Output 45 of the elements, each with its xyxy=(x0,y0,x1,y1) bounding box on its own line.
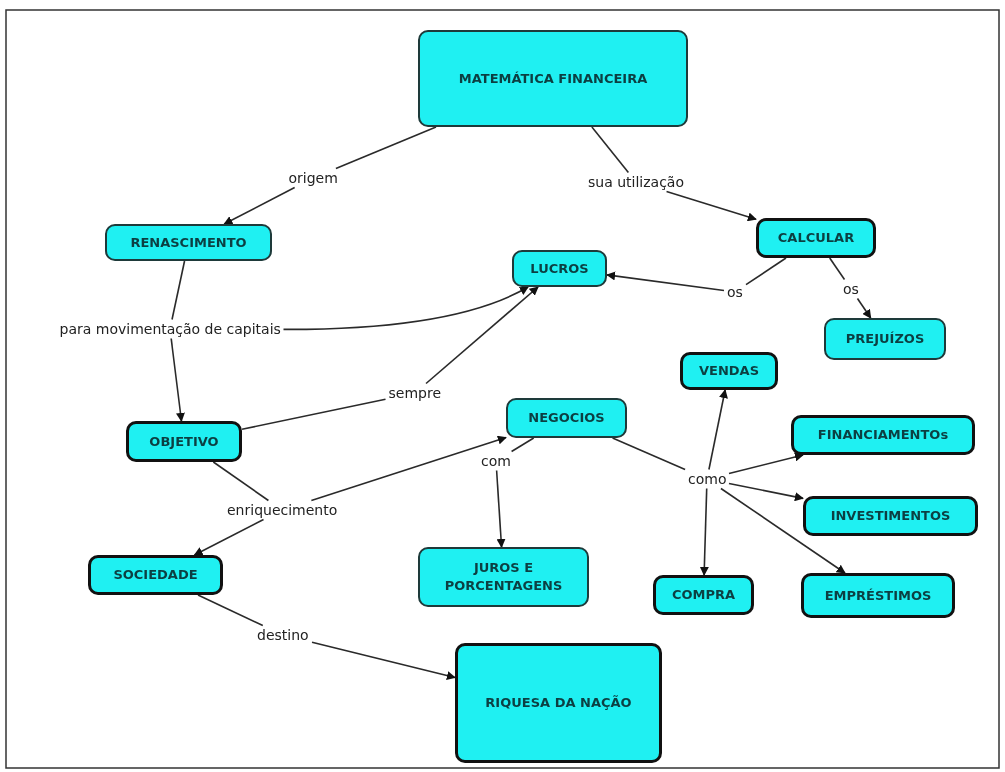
arrow xyxy=(282,286,529,331)
arrow xyxy=(606,271,725,292)
arrow xyxy=(708,389,728,471)
arrow xyxy=(720,487,846,574)
connector-line xyxy=(241,398,387,431)
arrow xyxy=(728,482,804,502)
arrow xyxy=(856,297,872,319)
linking-phrase: para movimentação de capitais xyxy=(58,320,282,338)
arrow xyxy=(495,469,506,548)
connector-line xyxy=(335,126,437,170)
arrow xyxy=(170,337,185,422)
connector-line xyxy=(510,437,535,453)
concept-box: PREJUÍZOS xyxy=(824,318,946,360)
arrow xyxy=(699,487,709,576)
arrow xyxy=(223,186,296,225)
arrow xyxy=(425,286,539,385)
concept-box: RENASCIMENTO xyxy=(105,224,272,261)
arrow xyxy=(193,518,265,556)
concept-box: SOCIEDADE xyxy=(88,555,223,595)
concept-box: NEGOCIOS xyxy=(506,398,627,438)
connector-line xyxy=(171,260,186,321)
linking-phrase: origem xyxy=(287,169,339,187)
connector-line xyxy=(611,437,686,471)
connector-line xyxy=(828,257,846,281)
concept-box: VENDAS xyxy=(680,352,778,390)
arrow xyxy=(310,435,507,502)
arrow xyxy=(311,641,456,680)
concept-box: FINANCIAMENTOs xyxy=(791,415,975,455)
connector-line xyxy=(212,461,270,502)
concept-box: LUCROS xyxy=(512,250,607,287)
concept-box: RIQUESA DA NAÇÃO xyxy=(455,643,662,763)
concept-box: EMPRÉSTIMOS xyxy=(801,573,955,618)
concept-box: JUROS E PORCENTAGENS xyxy=(418,547,589,607)
arrow xyxy=(728,452,804,475)
concept-box: MATEMÁTICA FINANCEIRA xyxy=(418,30,688,127)
concept-box: OBJETIVO xyxy=(126,421,242,462)
linking-phrase: sua utilização xyxy=(587,173,685,191)
connector-line xyxy=(745,257,787,286)
connector-line xyxy=(591,126,630,174)
linking-phrase: enriquecimento xyxy=(226,501,339,519)
arrow xyxy=(665,190,757,222)
concept-box: COMPRA xyxy=(653,575,754,615)
concept-box: INVESTIMENTOS xyxy=(803,496,978,536)
connector-line xyxy=(197,594,264,627)
concept-box: CALCULAR xyxy=(756,218,876,258)
